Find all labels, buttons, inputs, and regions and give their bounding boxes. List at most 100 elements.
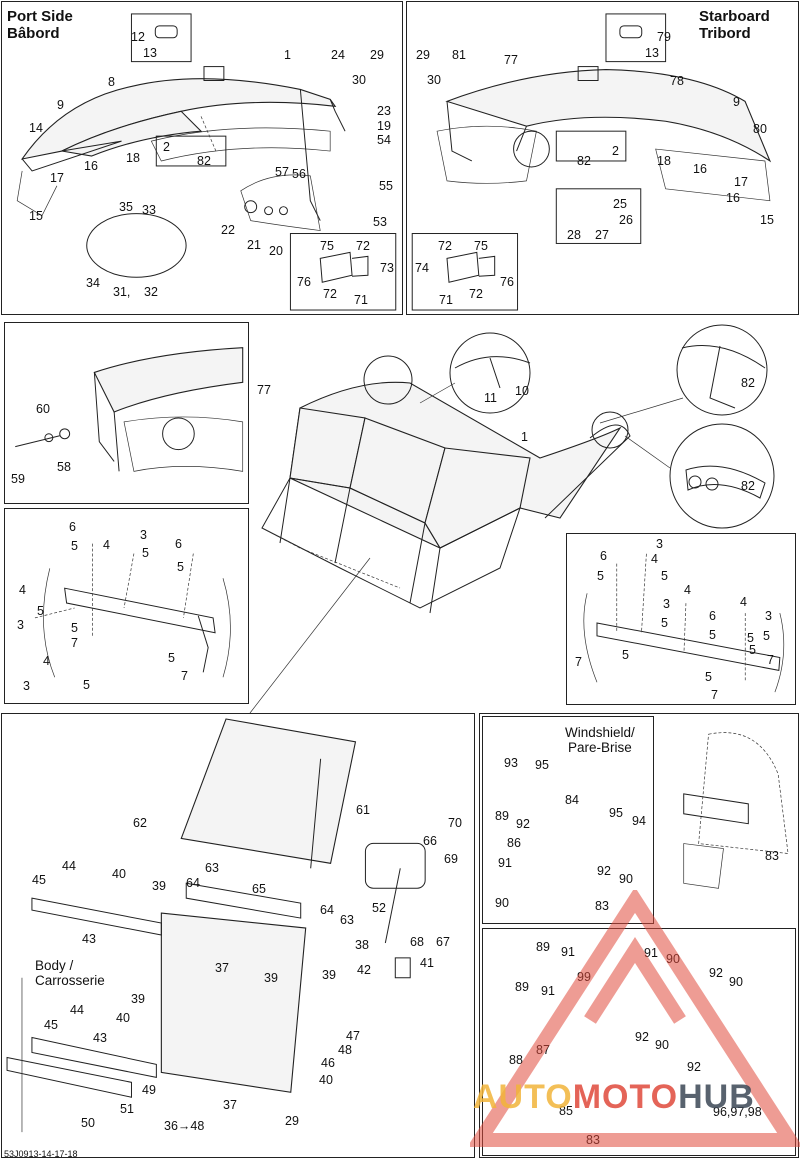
callout-77: 77 — [504, 53, 518, 67]
callout-11: 11 — [484, 391, 497, 405]
callout-91: 91 — [498, 856, 512, 870]
callout-25: 25 — [613, 197, 627, 211]
callout-63: 63 — [340, 913, 354, 927]
callout-5: 5 — [142, 546, 149, 560]
callout-67: 67 — [436, 935, 450, 949]
starboard-panel: Starboard Tribord 29 30 81 77 78 9 80 79… — [406, 1, 799, 315]
callout-9: 9 — [733, 95, 740, 109]
callout-5: 5 — [177, 560, 184, 574]
callout-13: 13 — [143, 46, 157, 60]
callout-22: 22 — [221, 223, 235, 237]
callout-72: 72 — [356, 239, 370, 253]
callout-6: 6 — [709, 609, 716, 623]
callout-5: 5 — [705, 670, 712, 684]
callout-63: 63 — [205, 861, 219, 875]
callout-8: 8 — [108, 75, 115, 89]
callout-37: 37 — [223, 1098, 237, 1112]
hinge-detail-inset: 89 91 91 90 99 92 90 89 91 88 87 92 90 9… — [482, 928, 796, 1156]
callout-4: 4 — [651, 552, 658, 566]
callout-60: 60 — [36, 402, 50, 416]
callout-18: 18 — [126, 151, 140, 165]
callout-54: 54 — [377, 133, 391, 147]
callout-55: 55 — [379, 179, 393, 193]
callout-90: 90 — [729, 975, 743, 989]
rear-inset-drawing — [15, 347, 244, 472]
callout-43: 43 — [93, 1031, 107, 1045]
callout-44: 44 — [62, 859, 76, 873]
port-side-panel: Port Side Bâbord 1 8 9 14 12 13 24 29 30… — [1, 1, 403, 315]
callout-35: 35 — [119, 200, 133, 214]
callout-86: 86 — [507, 836, 521, 850]
callout-53: 53 — [373, 215, 387, 229]
windshield-inset: Windshield/ Pare-Brise 93 95 84 89 92 95… — [482, 716, 654, 924]
callout-69: 69 — [444, 852, 458, 866]
callout-7: 7 — [181, 669, 188, 683]
starboard-drawing — [411, 13, 772, 311]
port-side-drawing — [16, 13, 397, 311]
callout-64: 64 — [186, 876, 200, 890]
callout-10: 10 — [515, 384, 529, 398]
callout-33: 33 — [142, 203, 156, 217]
callout-7: 7 — [767, 653, 774, 667]
callout-29: 29 — [285, 1114, 299, 1128]
callout-91: 91 — [644, 946, 658, 960]
callout-82: 82 — [577, 154, 591, 168]
callout-65: 65 — [252, 882, 266, 896]
starboard-title: Starboard Tribord — [699, 8, 770, 42]
callout-44: 44 — [70, 1003, 84, 1017]
callout-6: 6 — [600, 549, 607, 563]
callout-40: 40 — [319, 1073, 333, 1087]
callout-95: 95 — [609, 806, 623, 820]
callout-39: 39 — [131, 992, 145, 1006]
callout-5: 5 — [71, 621, 78, 635]
callout-12: 12 — [131, 30, 145, 44]
callout-57: 57 — [275, 165, 289, 179]
callout-9: 9 — [57, 98, 64, 112]
callout-5: 5 — [763, 629, 770, 643]
callout-26: 26 — [619, 213, 633, 227]
callout-36-48: 36→48 — [164, 1119, 205, 1133]
callout-2: 2 — [163, 140, 170, 154]
callout-3: 3 — [140, 528, 147, 542]
callout-5: 5 — [168, 651, 175, 665]
callout-27: 27 — [595, 228, 609, 242]
left-bracket-drawing — [34, 543, 231, 678]
callout-87: 87 — [536, 1043, 550, 1057]
callout-5: 5 — [71, 539, 78, 553]
callout-3: 3 — [17, 618, 24, 632]
callout-21: 21 — [247, 238, 261, 252]
callout-90: 90 — [619, 872, 633, 886]
callout-5: 5 — [661, 569, 668, 583]
watermark-text: AUTOMOTOHUB — [473, 1078, 755, 1116]
callout-91: 91 — [561, 945, 575, 959]
callout-5: 5 — [747, 631, 754, 645]
callout-1: 1 — [284, 48, 291, 62]
door-panel: Body / Carrosserie 62 61 70 66 69 63 64 … — [1, 713, 475, 1158]
callout-82: 82 — [197, 154, 211, 168]
port-side-title: Port Side Bâbord — [7, 8, 73, 42]
callout-73: 73 — [380, 261, 394, 275]
callout-16: 16 — [726, 191, 740, 205]
callout-68: 68 — [410, 935, 424, 949]
rear-inset: 60 58 59 — [4, 322, 249, 504]
door-drawing — [6, 718, 426, 1133]
callout-19: 19 — [377, 119, 391, 133]
callout-45: 45 — [32, 873, 46, 887]
callout-38: 38 — [355, 938, 369, 952]
callout-74: 74 — [415, 261, 429, 275]
callout-3: 3 — [663, 597, 670, 611]
windshield-title: Windshield/ Pare-Brise — [565, 725, 635, 755]
callout-82: 82 — [741, 479, 755, 493]
callout-5: 5 — [709, 628, 716, 642]
drawing-code: 53J0913-14-17-18 — [4, 1149, 78, 1159]
callout-82: 82 — [741, 376, 755, 390]
callout-23: 23 — [377, 104, 391, 118]
callout-4: 4 — [103, 538, 110, 552]
callout-83: 83 — [595, 899, 609, 913]
callout-76: 76 — [297, 275, 311, 289]
callout-75: 75 — [474, 239, 488, 253]
callout-3: 3 — [23, 679, 30, 693]
callout-95: 95 — [535, 758, 549, 772]
callout-56: 56 — [292, 167, 306, 181]
callout-39: 39 — [264, 971, 278, 985]
